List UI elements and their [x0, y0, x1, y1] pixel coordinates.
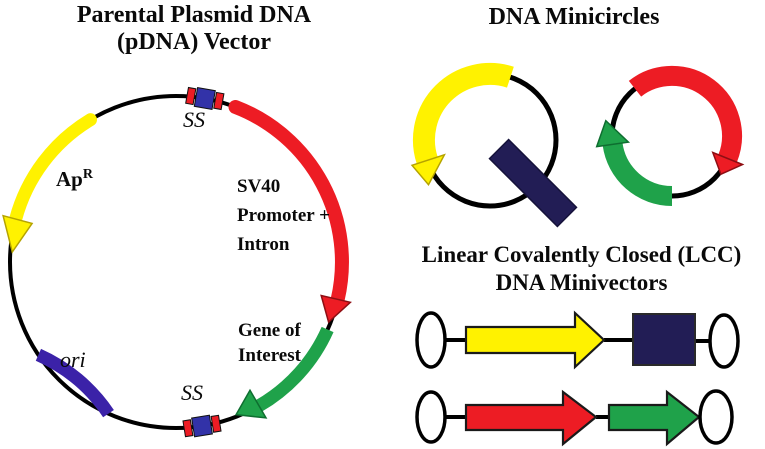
minicircle-red-arc [628, 65, 742, 163]
lcc-row1-group [415, 310, 740, 370]
apr-superscript: R [82, 167, 93, 182]
plasmid-circle-group [2, 86, 352, 438]
plasmid-sv40-arc [228, 100, 349, 307]
lcc-loop-end [415, 390, 447, 444]
ss-red-box-left [182, 419, 194, 438]
plasmid-title-line2: (pDNA) Vector [117, 29, 271, 55]
lcc-yellow-arrow [464, 310, 606, 370]
lcc-green-arrow [607, 389, 701, 447]
lcc-title-line1: Linear Covalently Closed (LCC) [421, 242, 742, 267]
ss-blue-box [191, 414, 213, 438]
lcc-title: Linear Covalently Closed (LCC) DNA Miniv… [398, 241, 765, 297]
lcc-title-line2: DNA Minivectors [495, 270, 668, 295]
minicircle-left-group [410, 62, 578, 228]
apr-gene-label: ApR [56, 167, 93, 191]
plasmid-title: Parental Plasmid DNA (pDNA) Vector [8, 2, 380, 56]
plasmid-sv40-arrowhead [320, 294, 352, 324]
sv40-promoter-label: SV40 Promoter + Intron [237, 176, 330, 255]
minicircle-yellow-arc [412, 62, 514, 164]
plasmid-gene-arc [255, 326, 334, 412]
minicircle-green-arrowhead [595, 119, 631, 148]
lcc-row2-group [415, 389, 734, 447]
minicircles-title: DNA Minicircles [488, 4, 660, 30]
ss-site-label-bottom: SS [181, 380, 203, 405]
plasmid-ori-arc [35, 348, 114, 418]
plasmid-ss-site-bottom [182, 414, 222, 438]
lcc-loop-end [708, 313, 740, 369]
lcc-loop-end [415, 311, 447, 369]
minicircle-red-arrowhead [711, 151, 745, 176]
minicircle-right-group [595, 65, 745, 206]
lcc-red-arrow [464, 389, 598, 447]
ss-blue-box [193, 87, 216, 110]
ori-label: ori [60, 347, 86, 372]
plasmid-gene-arrowhead [234, 388, 268, 419]
ss-site-label-top: SS [183, 107, 205, 132]
plasmid-title-line1: Parental Plasmid DNA [76, 2, 312, 28]
minicircle-green-arc [602, 142, 673, 206]
gene-of-interest-label: Gene of Interest [238, 320, 301, 366]
lcc-navy-block [632, 313, 696, 366]
plasmid-apr-arrowhead [2, 214, 34, 254]
ss-red-box-right [213, 91, 225, 111]
plasmid-apr-arc [9, 113, 97, 226]
minicircle-navy-block [488, 138, 578, 228]
ss-red-box-left [185, 86, 197, 106]
minicircle-yellow-arrowhead [410, 153, 446, 187]
lcc-loop-end [698, 389, 734, 445]
plasmid-ss-site-top [185, 86, 225, 111]
ss-red-box-right [210, 414, 222, 433]
